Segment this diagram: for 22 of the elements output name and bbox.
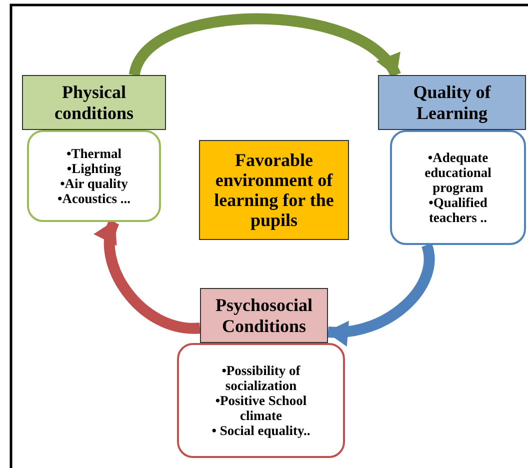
- heading-box: [22, 75, 166, 130]
- bullet-item: •Acoustics ...: [58, 191, 130, 206]
- heading-box: [200, 288, 328, 343]
- list-box: [177, 343, 345, 458]
- box-label: Favorable environment of learning for the pupils: [213, 150, 335, 230]
- bullet-item: •Adequate educational program: [424, 150, 492, 196]
- center-box: [199, 140, 349, 240]
- heading-box: [378, 75, 526, 130]
- bullet-item: •Positive School climate: [214, 392, 308, 424]
- box-label: Psychosocial Conditions: [214, 295, 314, 336]
- bullet-item: • Social equality..: [212, 423, 310, 438]
- list-box: [27, 130, 161, 222]
- box-label: Quality of Learning: [412, 82, 492, 123]
- bullet-item: •Air quality: [60, 176, 128, 192]
- box-label: Physical conditions: [53, 82, 135, 123]
- bullet-item: •Thermal: [66, 146, 122, 161]
- bullet-item: •Possibility of socialization: [220, 362, 302, 393]
- bullet-item: •Lighting: [66, 160, 122, 176]
- curved-arrow: [326, 244, 435, 346]
- bullet-item: •Qualified teachers ..: [428, 195, 488, 226]
- list-box: [390, 130, 526, 245]
- curved-arrow: [95, 220, 200, 334]
